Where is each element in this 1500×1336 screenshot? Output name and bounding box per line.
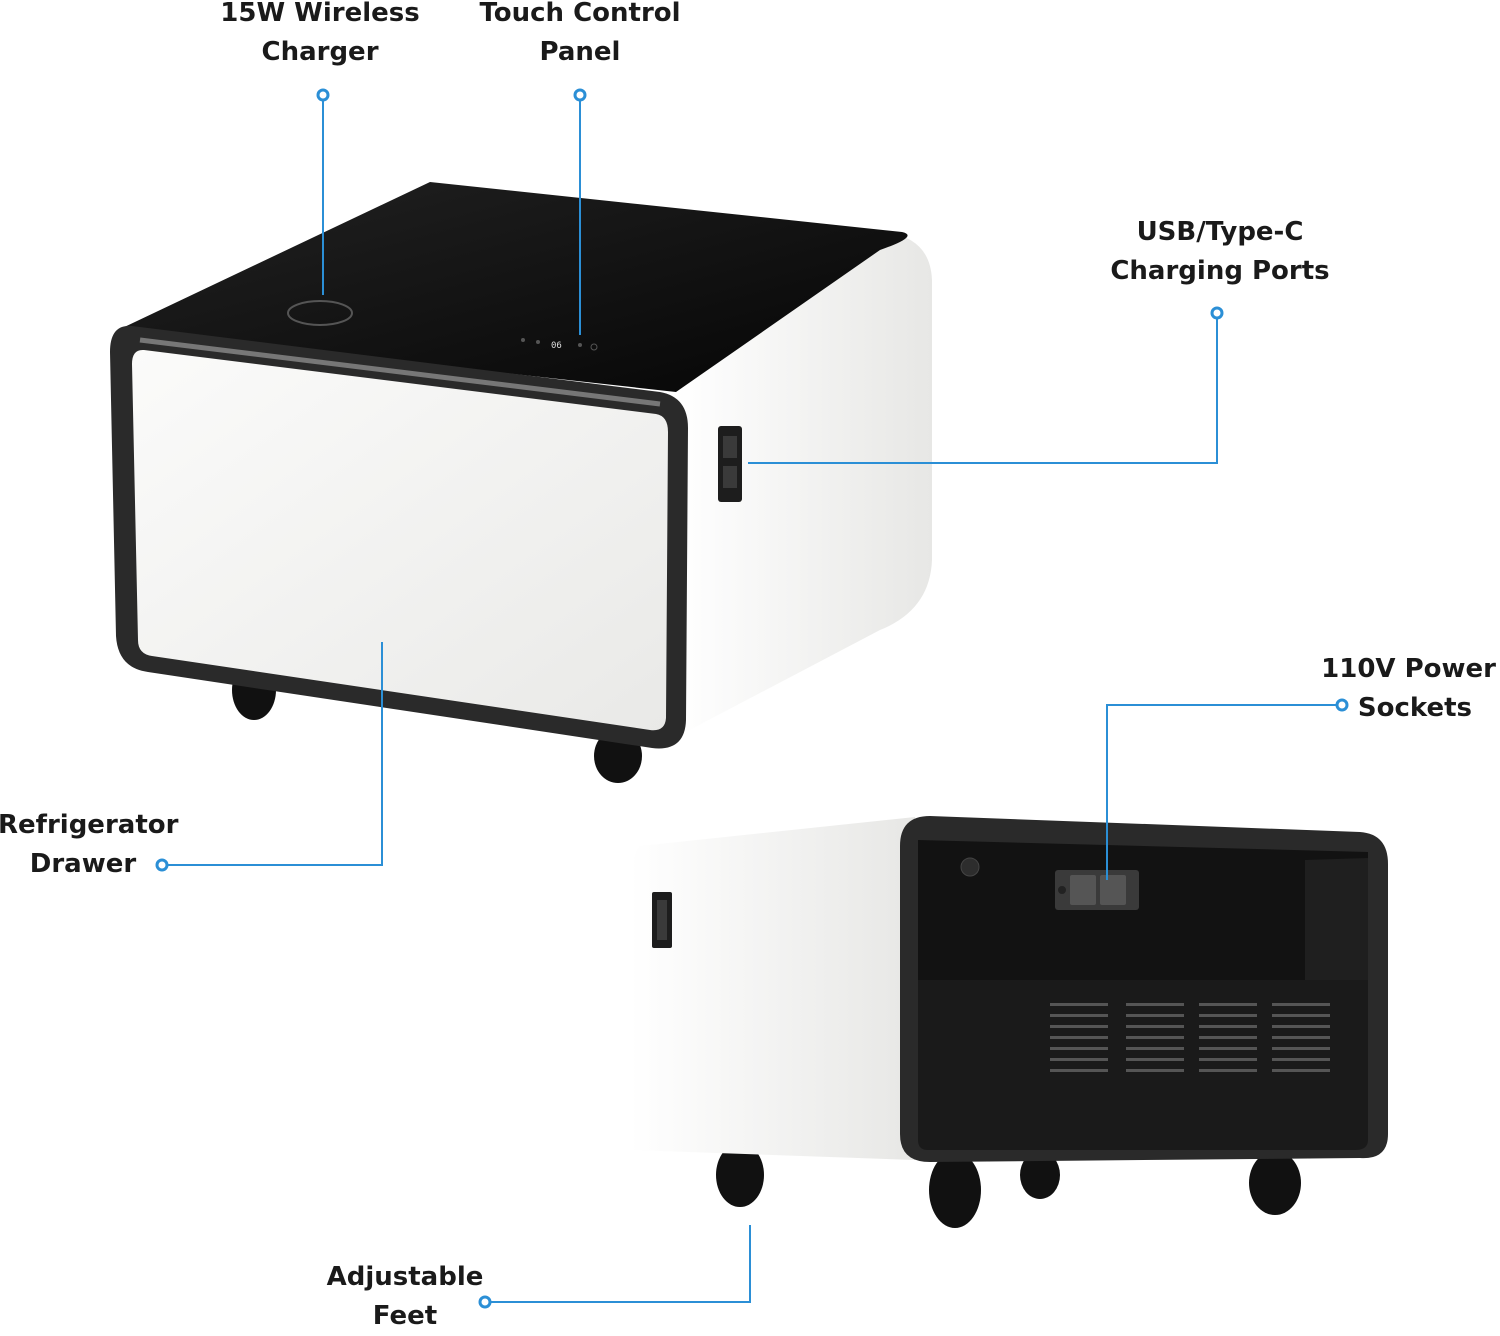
callout-line-drawer <box>162 642 383 866</box>
vent-slat <box>1199 1058 1257 1061</box>
vent-slat <box>1126 1003 1184 1006</box>
vent-slat <box>1050 1003 1108 1006</box>
refrigerator-drawer-face <box>132 349 668 731</box>
vent-slat <box>1126 1069 1184 1072</box>
vent-slat <box>1126 1025 1184 1028</box>
label-drawer-line2: Drawer <box>29 849 137 879</box>
rear-lower-panel <box>918 980 1368 1150</box>
rear-leg-2 <box>929 1152 981 1228</box>
vent-slat <box>1199 1003 1257 1006</box>
rear-table <box>630 816 1388 1228</box>
drawer-light-strip <box>139 337 661 407</box>
vent-slat <box>1272 1058 1330 1061</box>
label-usb-ports-line1: USB/Type-C <box>1136 217 1304 247</box>
vent-slat <box>1050 1047 1108 1050</box>
wireless-charger-pad <box>287 300 353 326</box>
callout-dot-feet <box>478 1295 492 1309</box>
callout-line-power-sockets <box>1106 704 1342 880</box>
vent-slat <box>1050 1036 1108 1039</box>
rear-knob <box>960 857 980 877</box>
label-usb-ports: USB/Type-C Charging Ports <box>1080 213 1360 291</box>
vent-slat <box>1199 1069 1257 1072</box>
rear-leg-1 <box>716 1143 764 1207</box>
front-table: 06 <box>110 182 932 783</box>
callout-dot-usb-ports <box>1210 306 1224 320</box>
vent-slat <box>1050 1025 1108 1028</box>
label-feet: Adjustable Feet <box>300 1258 510 1336</box>
callout-dot-power-sockets <box>1335 698 1349 712</box>
rear-table-side <box>630 817 915 1160</box>
rear-leg-4 <box>1249 1151 1301 1215</box>
label-wireless-charger: 15W Wireless Charger <box>180 0 460 72</box>
vent-slat <box>1272 1025 1330 1028</box>
label-feet-line2: Feet <box>372 1301 438 1331</box>
label-touch-panel-line2: Panel <box>539 37 621 67</box>
vent-slat <box>1126 1014 1184 1017</box>
label-power-sockets-line1: 110V Power <box>1321 654 1496 684</box>
vent-slat <box>1050 1058 1108 1061</box>
vent-slat <box>1199 1025 1257 1028</box>
power-socket-strip <box>1055 870 1139 910</box>
vent-slat <box>1126 1047 1184 1050</box>
vent-slat <box>1126 1036 1184 1039</box>
label-feet-line1: Adjustable <box>326 1262 484 1292</box>
vent-slat <box>1272 1014 1330 1017</box>
callout-line-feet <box>485 1225 751 1303</box>
touch-control-panel: 06 <box>521 338 598 351</box>
callout-dot-wireless-charger <box>316 88 330 102</box>
label-drawer: Refrigerator Drawer <box>0 806 179 884</box>
glass-top <box>118 182 908 392</box>
callout-dot-drawer <box>155 858 169 872</box>
rear-upper-recess <box>918 840 1368 980</box>
callout-dots <box>155 88 1349 1309</box>
vent-slat <box>1050 1014 1108 1017</box>
callout-dot-touch-panel <box>573 88 587 102</box>
label-touch-panel: Touch Control Panel <box>440 0 720 72</box>
rear-vent-grille <box>1050 1003 1330 1072</box>
vent-slat <box>1199 1047 1257 1050</box>
callout-line-usb-ports <box>748 313 1218 464</box>
label-wireless-charger-line2: Charger <box>261 37 379 67</box>
label-usb-ports-line2: Charging Ports <box>1110 256 1330 286</box>
label-power-sockets-line2: Sockets <box>1357 693 1472 723</box>
vent-slat <box>1199 1014 1257 1017</box>
vent-slat <box>1272 1047 1330 1050</box>
label-wireless-charger-line1: 15W Wireless <box>220 0 420 28</box>
table-side-panel <box>676 232 932 735</box>
label-touch-panel-line1: Touch Control <box>479 0 681 28</box>
vent-slat <box>1126 1058 1184 1061</box>
vent-slat <box>1272 1036 1330 1039</box>
panel-display-readout: 06 <box>551 341 562 351</box>
vent-slat <box>1272 1003 1330 1006</box>
rear-leg-3 <box>1020 1151 1060 1199</box>
label-power-sockets: 110V Power Sockets <box>1320 650 1500 728</box>
callout-lines <box>162 95 1342 1303</box>
label-drawer-line1: Refrigerator <box>0 810 179 840</box>
vent-slat <box>1050 1069 1108 1072</box>
vent-slat <box>1272 1069 1330 1072</box>
vent-slat <box>1199 1036 1257 1039</box>
